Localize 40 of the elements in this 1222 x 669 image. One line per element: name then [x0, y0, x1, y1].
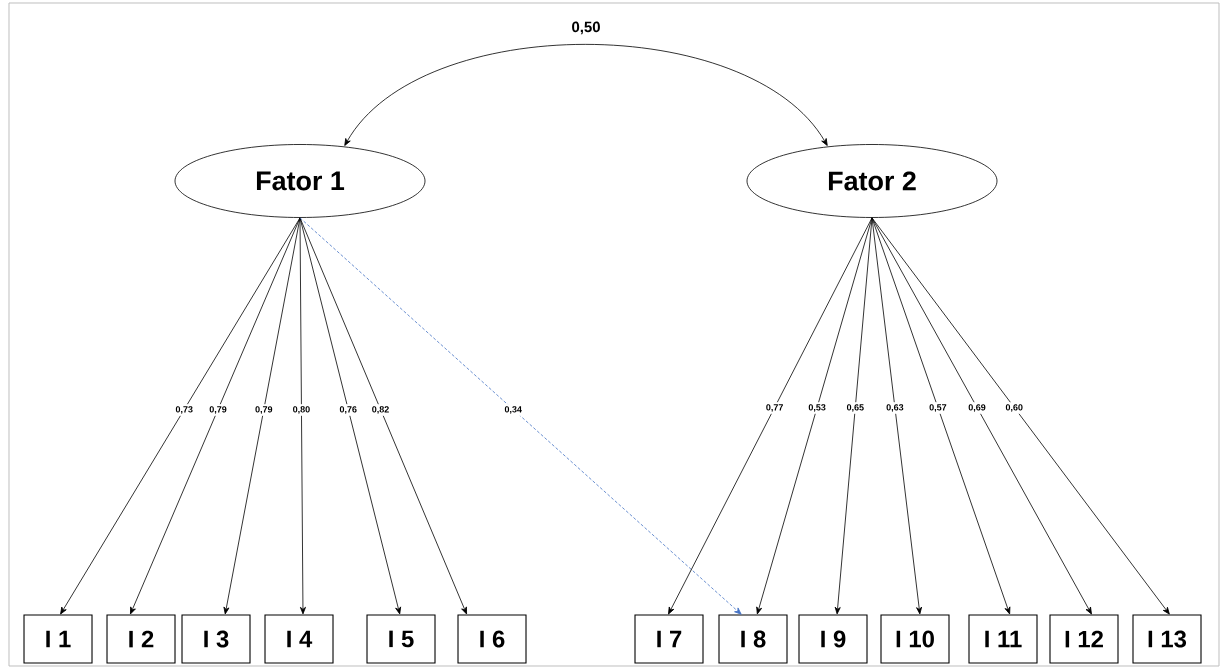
edge-label: 0,79: [207, 404, 229, 416]
item-box: I 7: [634, 614, 704, 664]
item-box: I 2: [106, 614, 176, 664]
edge-label: 0,77: [763, 402, 786, 414]
loading-arrow: [299, 217, 467, 615]
edge-label: 0,69: [966, 402, 988, 414]
loading-arrow: [834, 217, 873, 615]
edge-label: 0,73: [173, 404, 195, 416]
item-box: I 13: [1132, 614, 1202, 664]
item-box: I 9: [798, 614, 868, 664]
correlation-arrow: [344, 43, 828, 146]
edge-label: 0,53: [806, 402, 828, 414]
loading-arrow: [60, 217, 301, 615]
item-box: I 5: [366, 614, 436, 664]
edge-label: 0,76: [337, 404, 359, 416]
item-box: I 4: [264, 614, 334, 664]
loading-arrow: [871, 217, 1170, 615]
edge-label: 0,34: [502, 404, 524, 416]
item-box: I 6: [457, 614, 527, 664]
edge-label: 0,63: [884, 402, 906, 414]
loading-arrow: [871, 217, 1011, 615]
loading-arrow: [130, 217, 301, 615]
edge-label: 0,60: [1003, 402, 1025, 414]
loading-arrow: [668, 217, 873, 615]
edge-label: 0,50: [569, 19, 603, 37]
item-box: I 10: [880, 614, 950, 664]
item-box: I 3: [181, 614, 251, 664]
edge-label: 0,79: [253, 404, 275, 416]
edge-label: 0,82: [369, 404, 392, 416]
item-box: I 8: [718, 614, 788, 664]
item-box: I 11: [968, 614, 1038, 664]
item-box: I 1: [23, 614, 93, 664]
edge-label: 0,57: [927, 402, 949, 414]
edge-label: 0,65: [844, 402, 866, 414]
loading-arrow: [871, 217, 923, 615]
loading-arrow: [299, 217, 402, 615]
edge-label: 0,80: [290, 404, 313, 416]
loading-arrow: [299, 217, 306, 615]
loading-arrow: [299, 217, 742, 615]
item-box: I 12: [1049, 614, 1119, 664]
